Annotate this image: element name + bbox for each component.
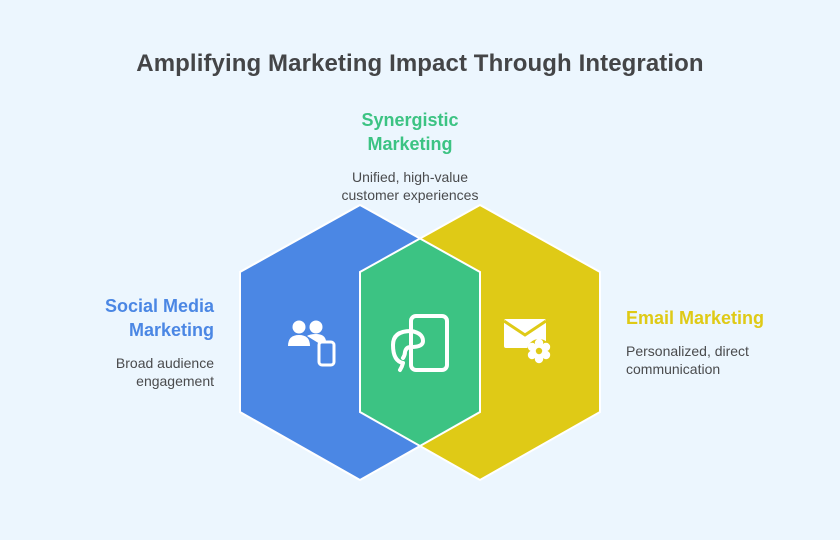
mail-gear-icon <box>503 319 551 364</box>
synergistic-desc-line2: customer experiences <box>341 187 479 203</box>
synergistic-title: Synergistic Marketing <box>310 108 510 156</box>
email-desc-line1: Personalized, direct <box>626 343 749 359</box>
social-title: Social Media Marketing <box>14 294 214 342</box>
social-title-line1: Social Media <box>104 296 214 316</box>
email-desc-line2: communication <box>626 361 721 377</box>
synergistic-title-line1: Synergistic <box>361 110 459 130</box>
social-description: Broad audience engagement <box>14 354 214 390</box>
social-title-line2: Marketing <box>128 320 214 340</box>
users-mobile-icon <box>288 320 336 367</box>
chat-phone-icon <box>391 314 449 372</box>
email-title: Email Marketing <box>626 306 826 330</box>
synergistic-description: Unified, high-value customer experiences <box>310 168 510 204</box>
email-title-line1: Email Marketing <box>626 308 765 328</box>
synergy-hexagon <box>359 237 481 448</box>
page-title: Amplifying Marketing Impact Through Inte… <box>136 50 704 77</box>
social-desc-line2: engagement <box>136 373 214 389</box>
social-desc-line1: Broad audience <box>115 355 214 371</box>
email-description: Personalized, direct communication <box>626 342 826 378</box>
synergistic-title-line2: Marketing <box>367 134 453 154</box>
synergistic-desc-line1: Unified, high-value <box>352 169 468 185</box>
